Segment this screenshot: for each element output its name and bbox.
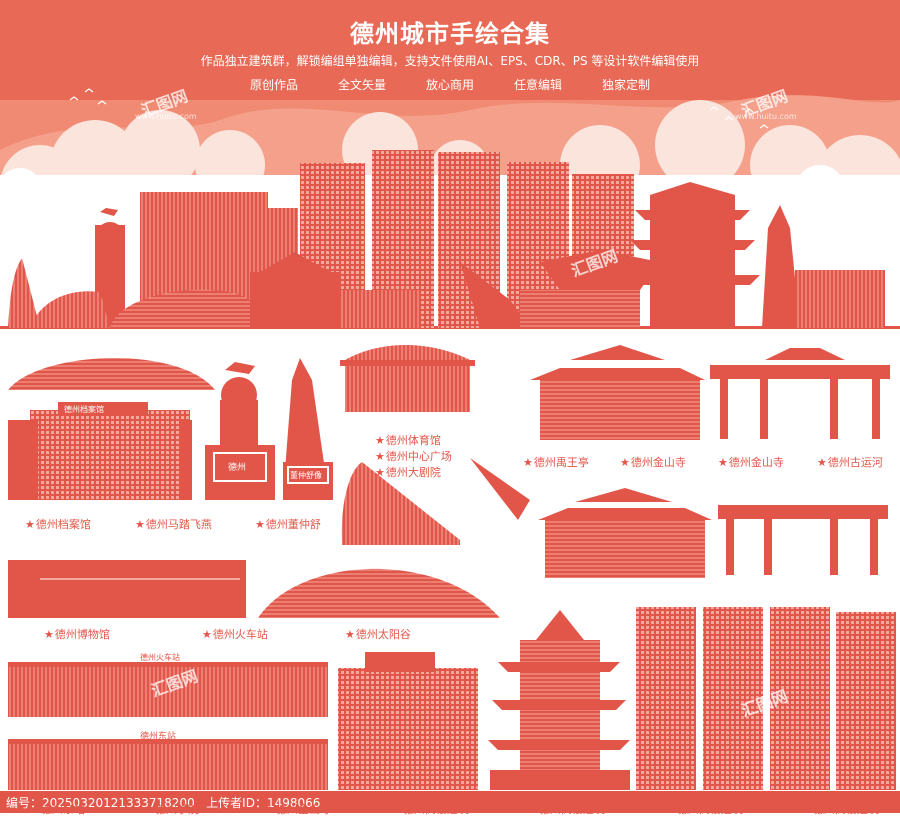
tag-item: 全文矢量: [337, 78, 386, 92]
birds-icon: [69, 88, 769, 129]
label-xueyuan-cut: 德州学院: [144, 801, 199, 817]
label-jinshansi: 德州金山寺: [718, 454, 784, 470]
label-zhongxin: 德州中心广场: [375, 448, 452, 464]
label-taiyanggu: 德州太阳谷: [345, 626, 411, 642]
label-tiyuguan: 德州体育馆: [375, 432, 441, 448]
footer-bar: [0, 791, 900, 813]
building-pagoda: [488, 610, 630, 790]
building-juyuan: [341, 458, 530, 545]
label-juyuan: 德州大剧院: [375, 464, 441, 480]
label-dongzhan-cut: 德州东站: [30, 801, 85, 817]
building-xueyuan: [338, 652, 478, 790]
tag-item: 放心商用: [425, 78, 474, 92]
label-yuwangting: 德州禹王亭: [523, 454, 589, 470]
label-yunhe: 德州古运河: [817, 454, 883, 470]
building-paifang-1: [710, 348, 890, 439]
page-subtitle: 作品独立建筑群，解锁编组单独编辑，支持文件使用AI、EPS、CDR、PS 等设计…: [200, 54, 700, 68]
east-sign: 德州东站: [140, 732, 177, 742]
skyline: [0, 150, 900, 329]
tag-item: 独家定制: [602, 78, 651, 92]
label-huochezhan: 德州火车站: [202, 626, 268, 642]
statue-dongzhongshu: [283, 358, 333, 500]
building-yuwangting: [530, 345, 705, 440]
statue-matafeiyan: [205, 362, 275, 500]
building-taiyanggu-small: [8, 358, 215, 390]
statue-sign: 德州: [228, 463, 247, 473]
page-title: 德州城市手绘合集: [350, 20, 550, 48]
building-danganguan: [8, 402, 192, 500]
building-bowuguan: [8, 560, 246, 618]
label-danganguan: 德州档案馆: [25, 516, 91, 532]
archive-sign: 德州档案馆: [64, 405, 104, 414]
tag-item: 任意编辑: [514, 78, 563, 92]
dong-sign: 董仲舒像: [290, 471, 322, 480]
towers-gaolou: [636, 607, 896, 790]
building-jinshansi: [538, 488, 712, 578]
label-jinshan-cut: 德州金山寺: [265, 801, 331, 817]
label-jinshansi: 德州金山寺: [620, 454, 686, 470]
watermark-url: www.huitu.com: [735, 112, 797, 121]
feature-tags: 原创作品 全文矢量 放心商用 任意编辑 独家定制: [0, 76, 900, 93]
building-paifang-2: [718, 505, 888, 575]
building-tiyuguan: [340, 345, 475, 412]
watermark-url: www.huitu.com: [135, 112, 197, 121]
tag-item: 原创作品: [249, 78, 298, 92]
building-dongzhan: [8, 739, 328, 790]
label-dongzhongshu: 德州董仲舒: [255, 516, 321, 532]
label-matafeiyan: 德州马踏飞燕: [135, 516, 212, 532]
building-taiyanggu: [258, 568, 500, 618]
label-bowuguan: 德州博物馆: [44, 626, 110, 642]
train-sign: 德州火车站: [140, 653, 180, 662]
building-huochezhan: [8, 662, 328, 717]
uploader-label: 上传者ID：: [206, 796, 267, 810]
